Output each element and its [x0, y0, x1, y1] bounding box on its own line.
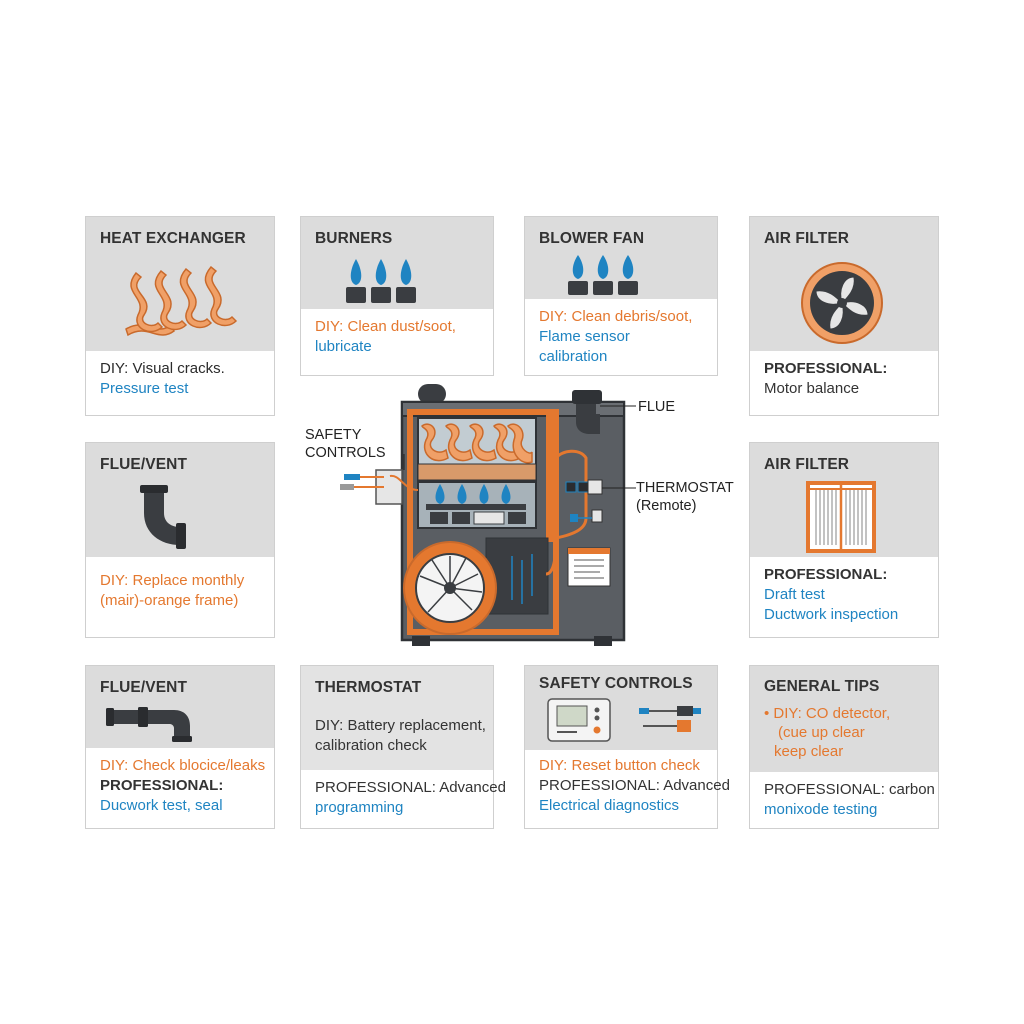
burner-flames-icon [568, 255, 638, 295]
card-header: AIR FILTER [750, 217, 938, 351]
card-header: AIR FILTER [750, 443, 938, 557]
card-line: • DIY: CO detector, [764, 705, 891, 722]
card-line: Motor balance [764, 380, 860, 397]
card-body: DIY: Clean debris/soot, Flame sensor cal… [525, 299, 717, 375]
card-title: BURNERS [315, 230, 393, 247]
card-title: FLUE/VENT [100, 456, 188, 473]
sensor-probe-icon [639, 706, 701, 732]
card-body: PROFESSIONAL: carbon monixode testing [750, 772, 938, 828]
card-line: lubricate [315, 338, 372, 355]
callout-line: THERMOSTAT [636, 480, 734, 496]
card-air-filter-1: AIR FILTER PROFESSIONAL: Motor balance [749, 216, 939, 416]
callout-safety-controls: SAFETY CONTROLS [305, 426, 386, 462]
card-header: BLOWER FAN [525, 217, 717, 299]
card-line: calibration [539, 348, 608, 365]
card-line: (cue up clear [778, 724, 865, 741]
card-air-filter-2: AIR FILTER PROFESSIONAL: Draft test Duct… [749, 442, 939, 638]
card-burners: BURNERS DIY: Clean dust/soot, lubricate [300, 216, 494, 376]
card-line: DIY: Clean dust/soot, [315, 318, 456, 335]
card-line: DIY: Check blocice/leaks [100, 757, 266, 774]
card-header: BURNERS [301, 217, 493, 309]
fan-icon [801, 262, 883, 344]
card-title: HEAT EXCHANGER [100, 230, 246, 247]
control-panel-icon [547, 698, 611, 742]
burner-flames-icon [346, 259, 416, 303]
card-header: GENERAL TIPS • DIY: CO detector, (cue up… [750, 666, 938, 772]
card-flue-vent-2: FLUE/VENT DIY: Check blocice/leaks PROFE… [85, 665, 275, 829]
card-line: DIY: Clean debris/soot, [539, 308, 693, 325]
card-body: PROFESSIONAL: Advanced programming [301, 770, 506, 826]
card-header: HEAT EXCHANGER [86, 217, 274, 351]
card-line: Flame sensor [539, 328, 630, 345]
card-general-tips: GENERAL TIPS • DIY: CO detector, (cue up… [749, 665, 939, 829]
heat-exchanger-icon [125, 265, 238, 337]
card-line: programming [315, 799, 404, 816]
card-title: THERMOSTAT [315, 679, 422, 696]
card-line: PROFESSIONAL: [100, 777, 224, 794]
card-header: FLUE/VENT [86, 666, 274, 748]
card-line: PROFESSIONAL: Advanced [315, 779, 506, 796]
callout-thermostat: THERMOSTAT (Remote) [636, 479, 734, 515]
card-line: calibration check [315, 737, 427, 754]
card-body: DIY: Clean dust/soot, lubricate [301, 309, 493, 365]
card-title: GENERAL TIPS [764, 678, 880, 695]
card-title: SAFETY CONTROLS [539, 675, 693, 692]
furnace-diagram [340, 384, 636, 646]
card-line: monixode testing [764, 801, 878, 818]
card-title: AIR FILTER [764, 230, 850, 247]
air-filter-icon [806, 481, 876, 553]
card-thermostat: THERMOSTAT DIY: Battery replacement, cal… [300, 665, 506, 829]
card-title: FLUE/VENT [100, 679, 188, 696]
callout-flue: FLUE [638, 398, 675, 416]
card-body: DIY: Check blocice/leaks PROFESSIONAL: D… [86, 748, 274, 824]
card-line: PROFESSIONAL: Advanced [539, 777, 730, 794]
card-safety-controls: SAFETY CONTROLS DIY: Reset button check … [524, 665, 730, 829]
card-line: Draft test [764, 586, 825, 603]
card-line: PROFESSIONAL: carbon [764, 781, 935, 798]
callout-line: (Remote) [636, 498, 697, 514]
card-line: Ductwork inspection [764, 606, 899, 623]
card-line: Pressure test [100, 380, 189, 397]
card-line: DIY: Visual cracks. [100, 360, 225, 377]
card-body: DIY: Visual cracks. Pressure test [86, 351, 274, 407]
callout-line: FLUE [638, 399, 676, 415]
card-header: THERMOSTAT DIY: Battery replacement, cal… [301, 666, 493, 770]
card-line: DIY: Battery replacement, [315, 717, 486, 734]
card-line: PROFESSIONAL: [764, 360, 888, 377]
elbow-pipe-icon [140, 485, 186, 549]
card-flue-vent-1: FLUE/VENT DIY: Replace monthly (mair)-or… [85, 442, 275, 638]
callout-line: SAFETY [305, 427, 362, 443]
card-heat-exchanger: HEAT EXCHANGER DIY: Visual cracks. Press… [85, 216, 275, 416]
card-body: DIY: Reset button check PROFESSIONAL: Ad… [525, 750, 730, 824]
card-line: DIY: Replace monthly [100, 572, 245, 589]
card-header: SAFETY CONTROLS [525, 666, 717, 750]
card-line: keep clear [774, 743, 844, 760]
card-title: AIR FILTER [764, 456, 850, 473]
card-line: DIY: Reset button check [539, 757, 700, 774]
card-line: Electrical diagnostics [539, 797, 680, 814]
card-header: FLUE/VENT [86, 443, 274, 557]
card-line: (mair)-orange frame) [100, 592, 239, 609]
card-line: Ducwork test, seal [100, 797, 223, 814]
card-body: PROFESSIONAL: Draft test Ductwork inspec… [750, 557, 938, 633]
callout-line: CONTROLS [305, 445, 386, 461]
card-blower-fan: BLOWER FAN DIY: Clean debris/soot, Flame… [524, 216, 718, 376]
card-title: BLOWER FAN [539, 230, 645, 247]
card-body: DIY: Replace monthly (mair)-orange frame… [86, 557, 274, 619]
card-line: PROFESSIONAL: [764, 566, 888, 583]
card-body: PROFESSIONAL: Motor balance [750, 351, 938, 407]
pipe-fitting-icon [106, 707, 192, 742]
